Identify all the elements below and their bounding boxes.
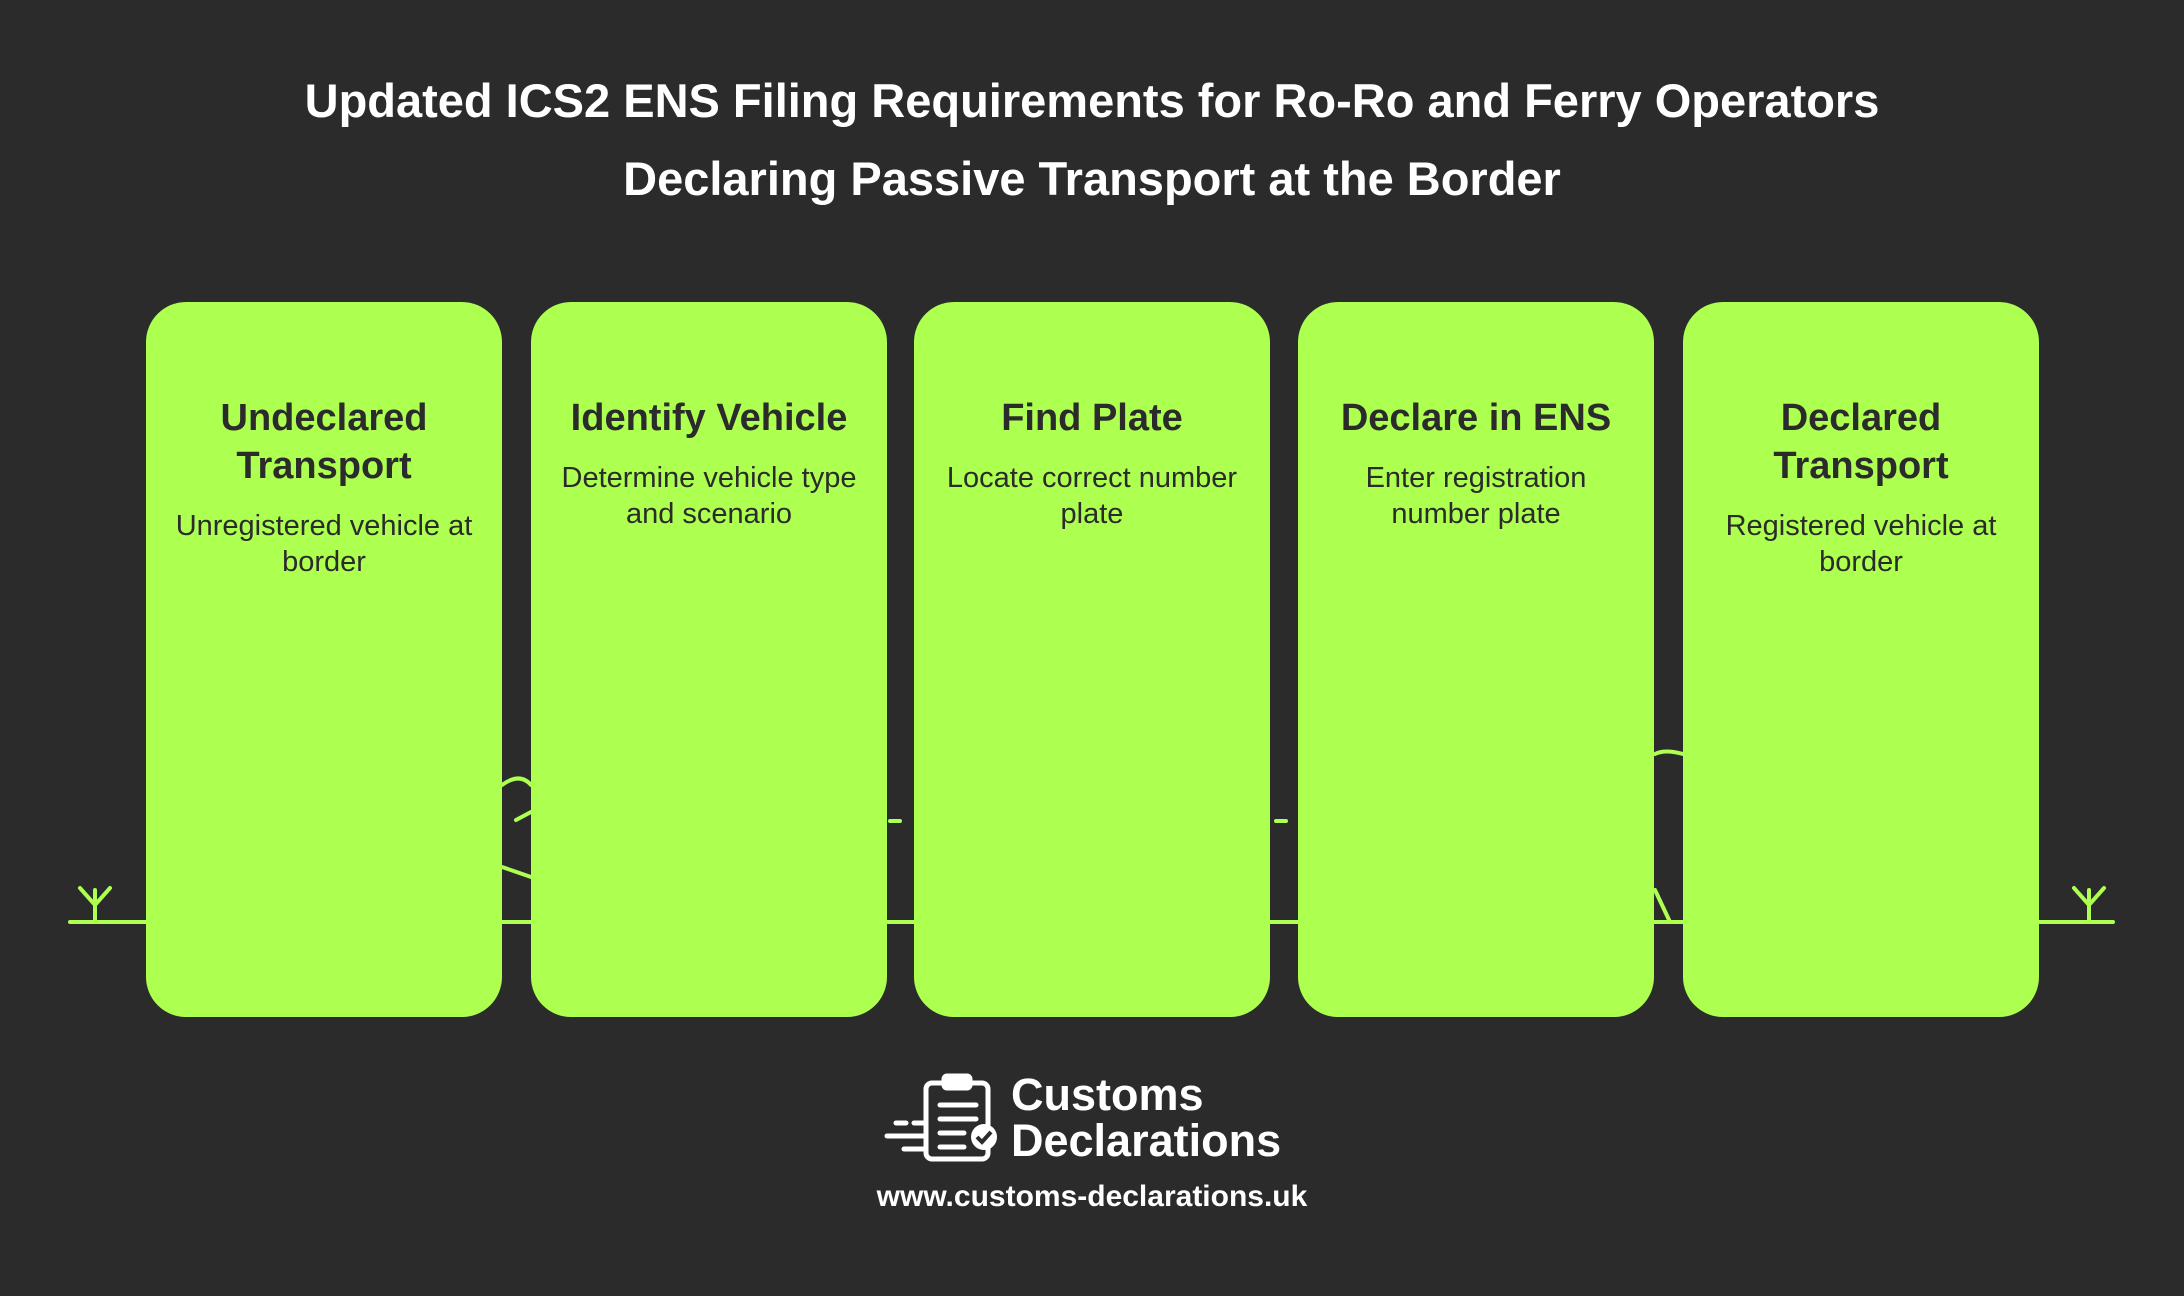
step-title: Identify Vehicle	[570, 397, 848, 439]
title-line-1: Updated ICS2 ENS Filing Requirements for…	[304, 74, 1880, 127]
brand-name-line-1: Customs	[1011, 1069, 1204, 1120]
step-description: Registered vehicle at border	[1725, 510, 1997, 578]
step-card-identify-vehicle: Identify Vehicle Determine vehicle type …	[531, 302, 887, 1017]
step-description: Unregistered vehicle at border	[175, 510, 473, 578]
step-card-undeclared-transport: Undeclared Transport Unregistered vehicl…	[146, 302, 502, 1017]
step-title: Find Plate	[1001, 397, 1183, 439]
step-card-declare-in-ens: Declare in ENS Enter registration number…	[1298, 302, 1654, 1017]
step-card-find-plate: Find Plate Locate correct number plate	[914, 302, 1270, 1017]
title-line-2: Declaring Passive Transport at the Borde…	[623, 152, 1561, 205]
step-title: Declared Transport	[1773, 397, 1949, 487]
page-title: Updated ICS2 ENS Filing Requirements for…	[0, 62, 2184, 218]
step-description: Locate correct number plate	[946, 462, 1238, 530]
clipboard-check-icon	[884, 1073, 997, 1162]
step-title: Undeclared Transport	[220, 397, 428, 487]
step-description: Determine vehicle type and scenario	[561, 462, 857, 530]
step-description: Enter registration number plate	[1365, 462, 1587, 530]
sprout-left-icon	[78, 886, 112, 924]
brand-name-line-2: Declarations	[1011, 1115, 1282, 1166]
step-title: Declare in ENS	[1340, 397, 1612, 439]
step-card-declared-transport: Declared Transport Registered vehicle at…	[1683, 302, 2039, 1017]
website-url[interactable]: www.customs-declarations.uk	[876, 1180, 1308, 1213]
brand-logo: Customs Declarations	[884, 1072, 1281, 1164]
sprout-right-icon	[2072, 886, 2106, 924]
